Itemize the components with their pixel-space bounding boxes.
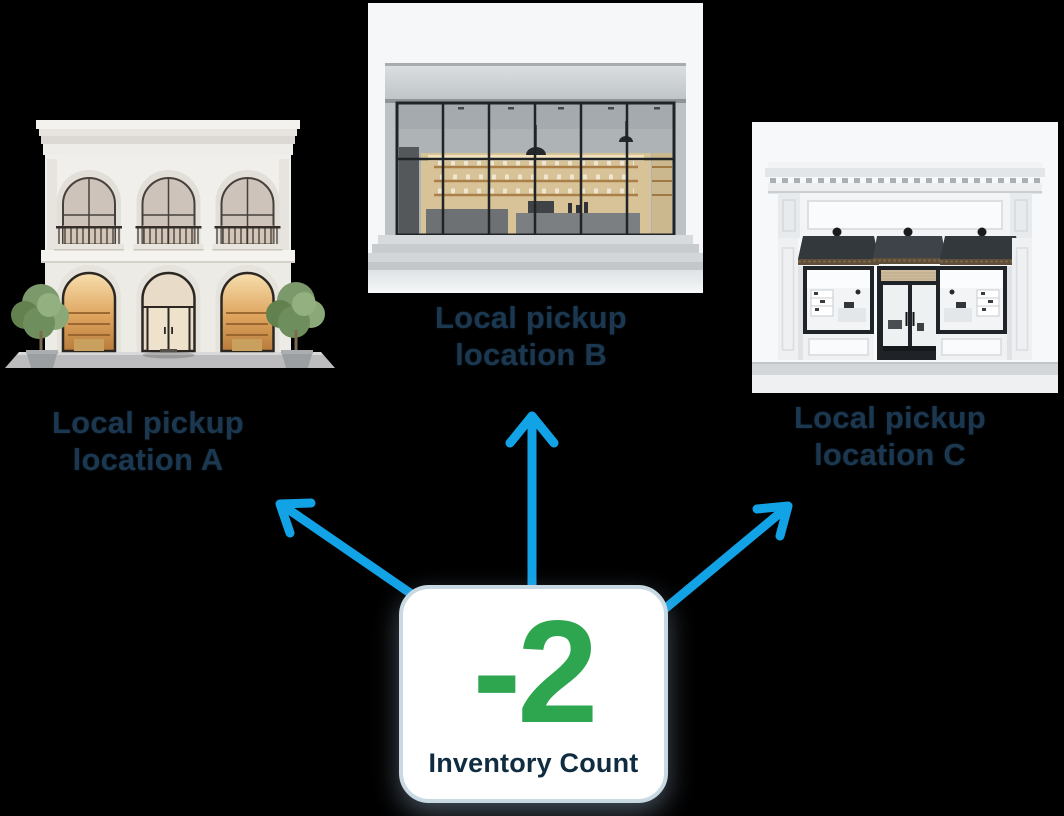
location-c-label-line1: Local pickup — [794, 400, 986, 435]
storefront-awning-boutique-illustration — [752, 122, 1058, 393]
location-b-label-line1: Local pickup — [435, 300, 627, 335]
inventory-count-card: -2 Inventory Count — [399, 585, 668, 803]
location-c-label-line2: location C — [814, 437, 966, 472]
tree-right — [266, 282, 325, 368]
location-b-label-line2: location B — [455, 337, 607, 372]
inventory-count-value: -2 — [472, 590, 599, 753]
arrow-to-location-c — [650, 501, 793, 622]
location-a-label-line2: location A — [72, 442, 224, 477]
location-b-label: Local pickup location B — [401, 299, 661, 373]
location-b-image — [368, 3, 703, 293]
tree-left — [11, 284, 69, 368]
location-c-image — [752, 122, 1058, 393]
inventory-count-label: Inventory Count — [428, 748, 639, 778]
location-a-image — [5, 115, 335, 397]
storefront-classical-two-story-illustration — [5, 120, 335, 368]
storefront-modern-glass-illustration — [368, 3, 703, 293]
arrow-to-location-b — [505, 411, 559, 597]
location-a-label-line1: Local pickup — [52, 405, 244, 440]
location-c-label: Local pickup location C — [760, 399, 1020, 473]
location-a-label: Local pickup location A — [18, 404, 278, 478]
